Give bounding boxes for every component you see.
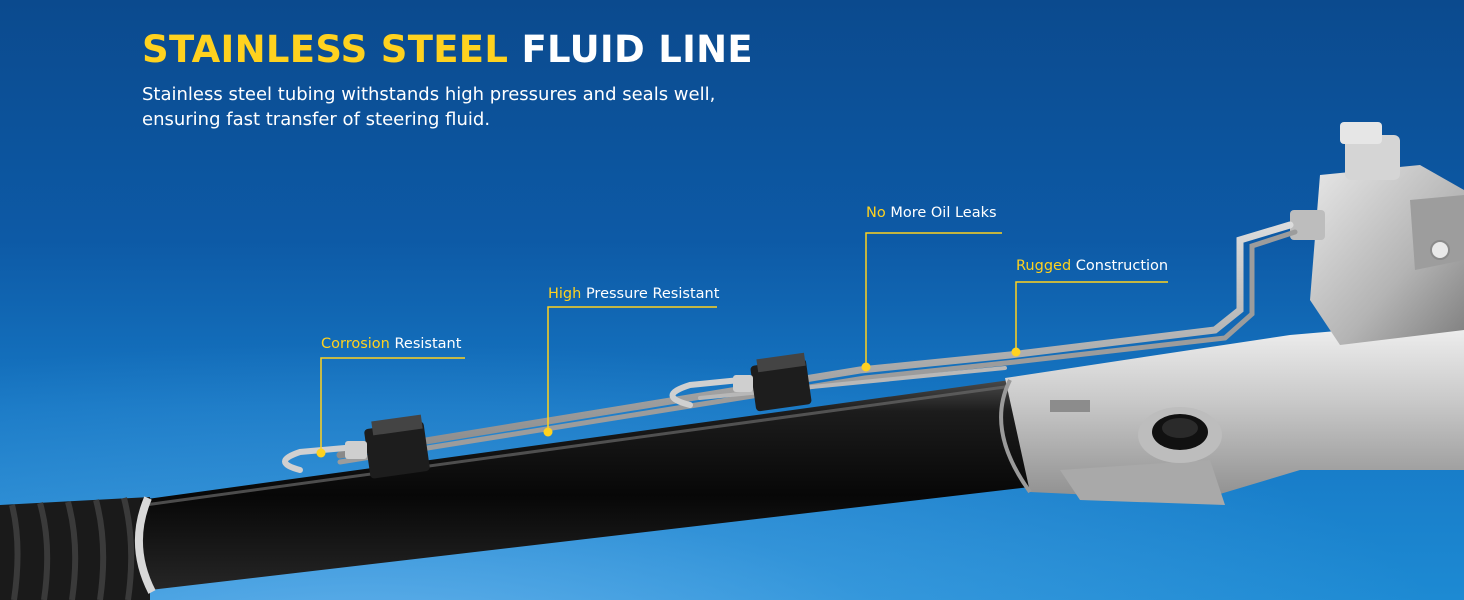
rack-tube (140, 380, 1030, 590)
callout-rugged-construction: Rugged Construction (1016, 257, 1168, 275)
callout-text: Pressure Resistant (585, 286, 720, 302)
callout-high-pressure-resistant: High Pressure Resistant (548, 285, 719, 303)
leader-high-pressure (547, 306, 717, 432)
callout-text: More Oil Leaks (890, 205, 997, 221)
callout-highlight: Corrosion (321, 336, 390, 352)
dot-rugged (1011, 347, 1021, 357)
rubber-boot (0, 497, 150, 600)
dot-corrosion (316, 448, 326, 458)
callout-highlight: No (866, 205, 886, 221)
title-accent: STAINLESS STEEL (142, 28, 509, 71)
leader-corrosion (320, 357, 465, 453)
fluid-lines (282, 221, 1298, 473)
callout-text: Construction (1075, 258, 1169, 274)
callout-highlight: Rugged (1016, 258, 1072, 274)
callout-dots (316, 347, 1021, 458)
dot-high-pressure (543, 427, 553, 437)
subtitle-line-2: ensuring fast transfer of steering fluid… (142, 109, 491, 130)
subtitle-line-1: Stainless steel tubing withstands high p… (142, 84, 716, 105)
dot-no-leaks (861, 362, 871, 372)
rack-housing (999, 122, 1464, 505)
callout-no-more-oil-leaks: No More Oil Leaks (866, 204, 997, 222)
leader-no-leaks (865, 232, 1002, 367)
leader-rugged (1015, 281, 1168, 352)
callout-text: Resistant (394, 336, 462, 352)
callout-corrosion-resistant: Corrosion Resistant (321, 335, 461, 353)
page-subtitle: Stainless steel tubing withstands high p… (142, 82, 762, 132)
page-title: STAINLESS STEEL FLUID LINE (142, 28, 753, 72)
callout-highlight: High (548, 286, 582, 302)
line-clamps (345, 352, 812, 479)
callout-leaders (320, 232, 1168, 453)
title-rest: FLUID LINE (521, 28, 753, 71)
